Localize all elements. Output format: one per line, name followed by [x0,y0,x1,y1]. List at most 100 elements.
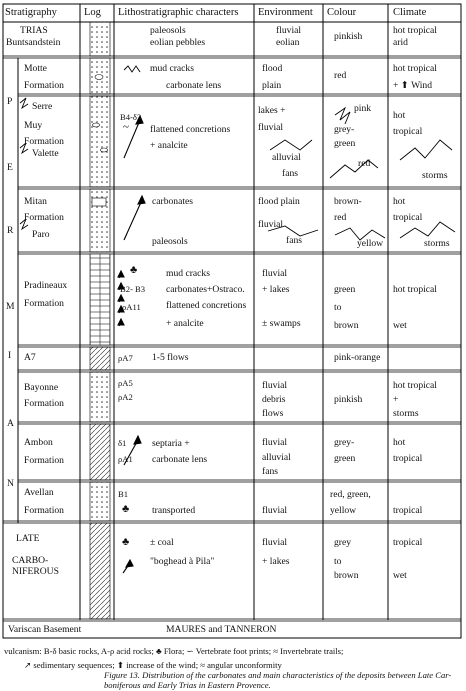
motte-env-2: plain [262,80,282,91]
trias-env-2: eolian [276,37,300,48]
mitan-col-1: brown- [334,196,362,207]
legend-line-2: ↗ sedimentary sequences; ⬆ increase of t… [24,658,282,672]
mitan-litho-1: carbonates [152,196,194,207]
carbo-strat-2: CARBO- [12,555,49,566]
ambon-col-2: green [334,453,356,464]
bayonne-code-1: ρA5 [118,378,133,388]
legend-trails: Invertebrate trails; [280,646,344,656]
muy-clim-3: storms [422,170,448,181]
vertebrate-footprint-icon: ~ [123,121,129,133]
motte-clim-2: + ⬆ Wind [393,80,433,91]
pradineaux-strat-2: Formation [24,298,64,309]
carbo-col-1: grey [334,537,352,548]
trias-clim-2: arid [393,37,408,48]
carbo-col-3: brown [334,570,359,581]
era-letter: N [7,478,14,489]
pradineaux-litho-1: mud cracks [166,268,210,279]
carbo-strat-3: NIFEROUS [12,566,59,577]
pradineaux-clim-2: wet [393,320,407,331]
mitan-strat-1: Mitan [24,196,47,207]
legend-wind: increase of the wind; [126,660,199,670]
avellan-col-1: red, green, [330,489,371,500]
pradineaux-litho-3: flattened concretions [166,300,247,311]
mitan-strat-3: Paro [32,229,50,240]
strat-log-column [89,21,111,620]
flora-icon: ♣ [122,503,130,515]
muy-strat-serre: Serre [32,101,53,112]
muy-col-3: green [334,138,356,149]
bayonne-code-2: ρA2 [118,392,133,402]
a7-colour: pink-orange [334,352,381,363]
legend-vulcanism: vulcanism: B-δ basic rocks, A-ρ acid roc… [4,646,154,656]
trias-litho-2: eolian pebbles [150,37,206,48]
bayonne-env-3: flows [262,408,284,419]
muy-clim-2: tropical [393,126,423,137]
carbo-litho-2: "boghead à Pila" [150,556,215,567]
bayonne-env-1: fluvial [262,380,288,391]
pradineaux-col-1: green [334,284,356,295]
pradineaux-env-1: fluvial [262,268,288,279]
carbo-env-2: + lakes [262,556,290,567]
ambon-strat-1: Ambon [24,437,53,448]
a7-code: ρA7 [118,353,133,363]
header-log: Log [84,7,101,18]
ambon-clim-2: tropical [393,453,423,464]
avellan-strat-1: Avellan [24,487,54,498]
era-letter: E [7,162,13,173]
a7-litho: 1-5 flows [152,352,189,363]
era-letter: A [7,418,14,429]
muy-code: B4-δ3 [120,112,142,122]
legend-unconformity: ≈ angular unconformity [200,660,282,670]
carbo-col-2: to [334,556,342,567]
pradineaux-col-2: to [334,302,342,313]
carbo-env-1: fluvial [262,537,288,548]
ambon-col-1: grey- [334,437,355,448]
pradineaux-env-2: + lakes [262,284,290,295]
legend-footprints: Vertebrate foot prints; [195,646,272,656]
flora-icon: ♣ [156,646,162,656]
avellan-code: B1 [118,489,129,499]
motte-litho-1: mud cracks [150,63,194,74]
legend-line-1: vulcanism: B-δ basic rocks, A-ρ acid roc… [4,644,343,658]
flora-icon: ♣ [122,536,130,548]
mitan-clim-1: hot [393,196,406,207]
header-stratigraphy: Stratigraphy [5,7,57,18]
mitan-col-2: red [334,212,347,223]
muy-col-4: red [358,158,371,169]
trail-icon: ≈ [273,646,279,656]
legend-flora: Flora; [163,646,185,656]
pradineaux-code-2: ρA11 [122,302,141,312]
trias-litho-1: paleosols [150,25,186,36]
carbo-strat-1: LATE [16,533,40,544]
mitan-env-2: fluvial [258,219,284,230]
trias-strat: TRIAS [20,25,48,36]
pradineaux-env-3: ± swamps [262,318,301,329]
era-letter: I [8,350,12,361]
muy-col-1: pink [354,103,372,114]
bayonne-colour: pinkish [334,394,363,405]
bayonne-env-2: debris [262,394,286,405]
mitan-env-1: flood plain [258,196,300,207]
muy-strat-valette: Valette [32,148,59,159]
trias-clim-1: hot tropical [393,25,437,36]
pradineaux-litho-2: carbonates+Ostraco. [166,284,245,295]
avellan-clim: tropical [393,505,423,516]
mitan-col-3: yellow [357,238,384,249]
motte-litho-2: carbonate lens [166,80,222,91]
muy-env-2: fluvial [258,122,284,133]
carbo-clim-1: tropical [393,537,423,548]
basement-litho: MAURES and TANNERON [166,624,277,635]
legend-sequences: sedimentary sequences; [33,660,115,670]
trias-colour: pinkish [334,31,363,42]
ambon-env-3: fans [262,466,278,477]
sequence-arrows [117,114,146,574]
carbo-clim-2: wet [393,570,407,581]
pradineaux-clim-1: hot tropical [393,284,437,295]
era-letter: M [6,301,15,312]
pradineaux-code-1: B2- B3 [120,284,146,294]
ambon-code-2: ρA1 [118,454,133,464]
pradineaux-strat-1: Pradineaux [24,280,68,291]
header-colour: Colour [327,7,357,18]
muy-strat-formation: Formation [24,136,64,147]
